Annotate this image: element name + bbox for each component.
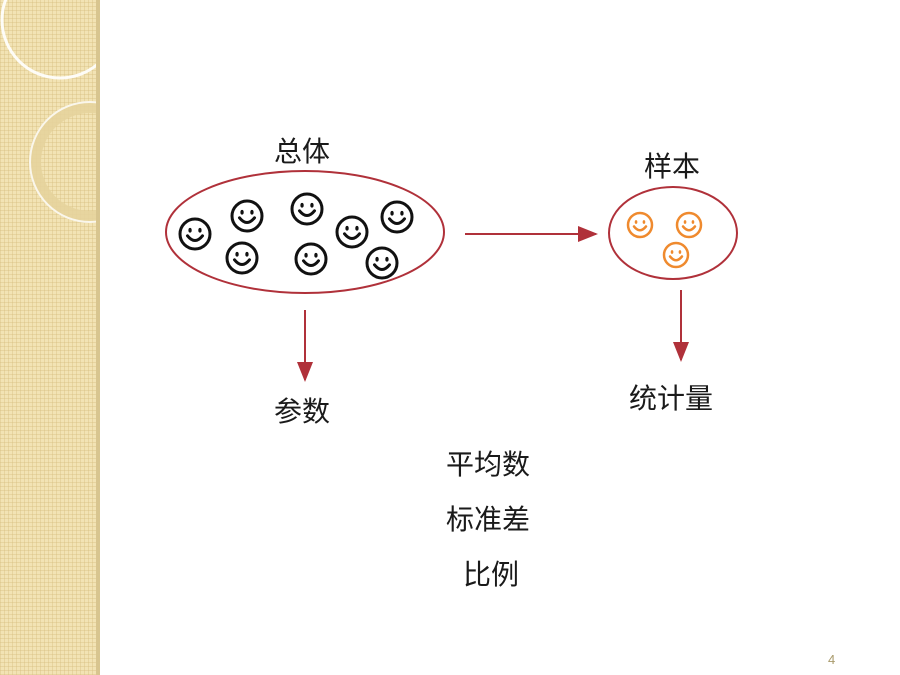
smiley-icon	[626, 211, 654, 239]
sample-label: 样本	[644, 150, 701, 183]
decorative-sidebar	[0, 0, 100, 675]
smiley-icon	[225, 241, 259, 275]
smiley-icon	[178, 217, 212, 251]
smiley-icon	[230, 199, 264, 233]
faces-group	[178, 192, 703, 280]
measure-standard-deviation: 标准差	[446, 503, 531, 536]
smiley-icon	[662, 241, 690, 269]
population-label: 总体	[274, 135, 331, 168]
measure-proportion: 比例	[463, 558, 520, 591]
smiley-icon	[365, 246, 399, 280]
smiley-icon	[294, 242, 328, 276]
sample-ellipse	[608, 186, 738, 280]
smiley-icon	[675, 211, 703, 239]
decorative-circles	[0, 0, 100, 223]
smiley-icon	[290, 192, 324, 226]
statistic-label: 统计量	[629, 382, 714, 415]
smiley-icon	[380, 200, 414, 234]
measure-mean: 平均数	[446, 448, 531, 481]
smiley-icon	[335, 215, 369, 249]
population-ellipse	[165, 170, 445, 294]
sidebar-divider	[96, 0, 100, 675]
parameter-label: 参数	[274, 395, 331, 428]
page-number: 4	[828, 652, 836, 667]
